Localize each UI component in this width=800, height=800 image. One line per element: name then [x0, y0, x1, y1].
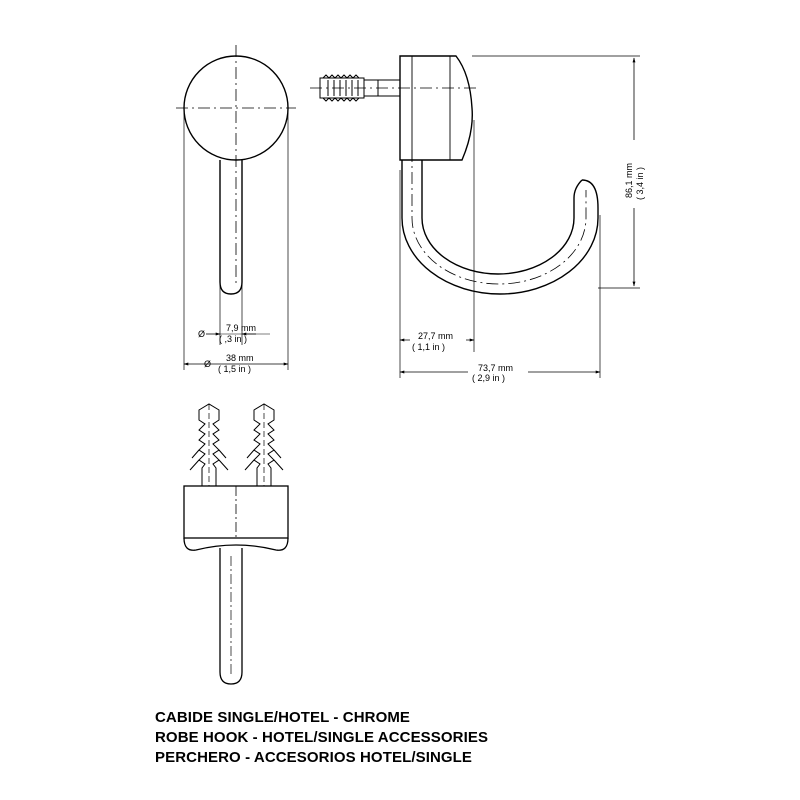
title-block: CABIDE SINGLE/HOTEL - CHROME ROBE HOOK -…	[155, 708, 755, 768]
front-view	[176, 45, 296, 370]
rod-diameter-symbol: Ø	[198, 329, 205, 339]
top-view-anchor-left	[189, 403, 229, 487]
hook-width-metric: 27,7 mm	[418, 331, 453, 341]
total-height-imperial: ( 3,4 in )	[635, 167, 645, 200]
base-diameter-imperial: ( 1,5 in )	[218, 364, 251, 374]
side-view	[310, 55, 640, 378]
title-english: ROBE HOOK - HOTEL/SINGLE ACCESSORIES	[155, 729, 489, 746]
total-depth-imperial: ( 2,9 in )	[472, 373, 505, 383]
hook-width-imperial: ( 1,1 in )	[412, 342, 445, 352]
side-view-base	[399, 55, 473, 161]
top-view	[183, 403, 289, 685]
side-view-hook-arm	[401, 160, 599, 295]
top-view-anchor-right	[244, 403, 284, 487]
total-height-metric: 86,1 mm	[624, 163, 634, 198]
base-diameter-symbol: Ø	[204, 359, 211, 369]
title-spanish: PERCHERO - ACCESORIOS HOTEL/SINGLE	[155, 749, 473, 766]
total-depth-metric: 73,7 mm	[478, 363, 513, 373]
rod-diameter-imperial: ( ,3 in )	[219, 334, 247, 344]
base-diameter-metric: 38 mm	[226, 353, 254, 363]
rod-diameter-metric: 7,9 mm	[226, 323, 256, 333]
top-view-rod	[219, 548, 243, 685]
title-portuguese: CABIDE SINGLE/HOTEL - CHROME	[155, 709, 411, 726]
front-view-rod	[219, 160, 243, 295]
